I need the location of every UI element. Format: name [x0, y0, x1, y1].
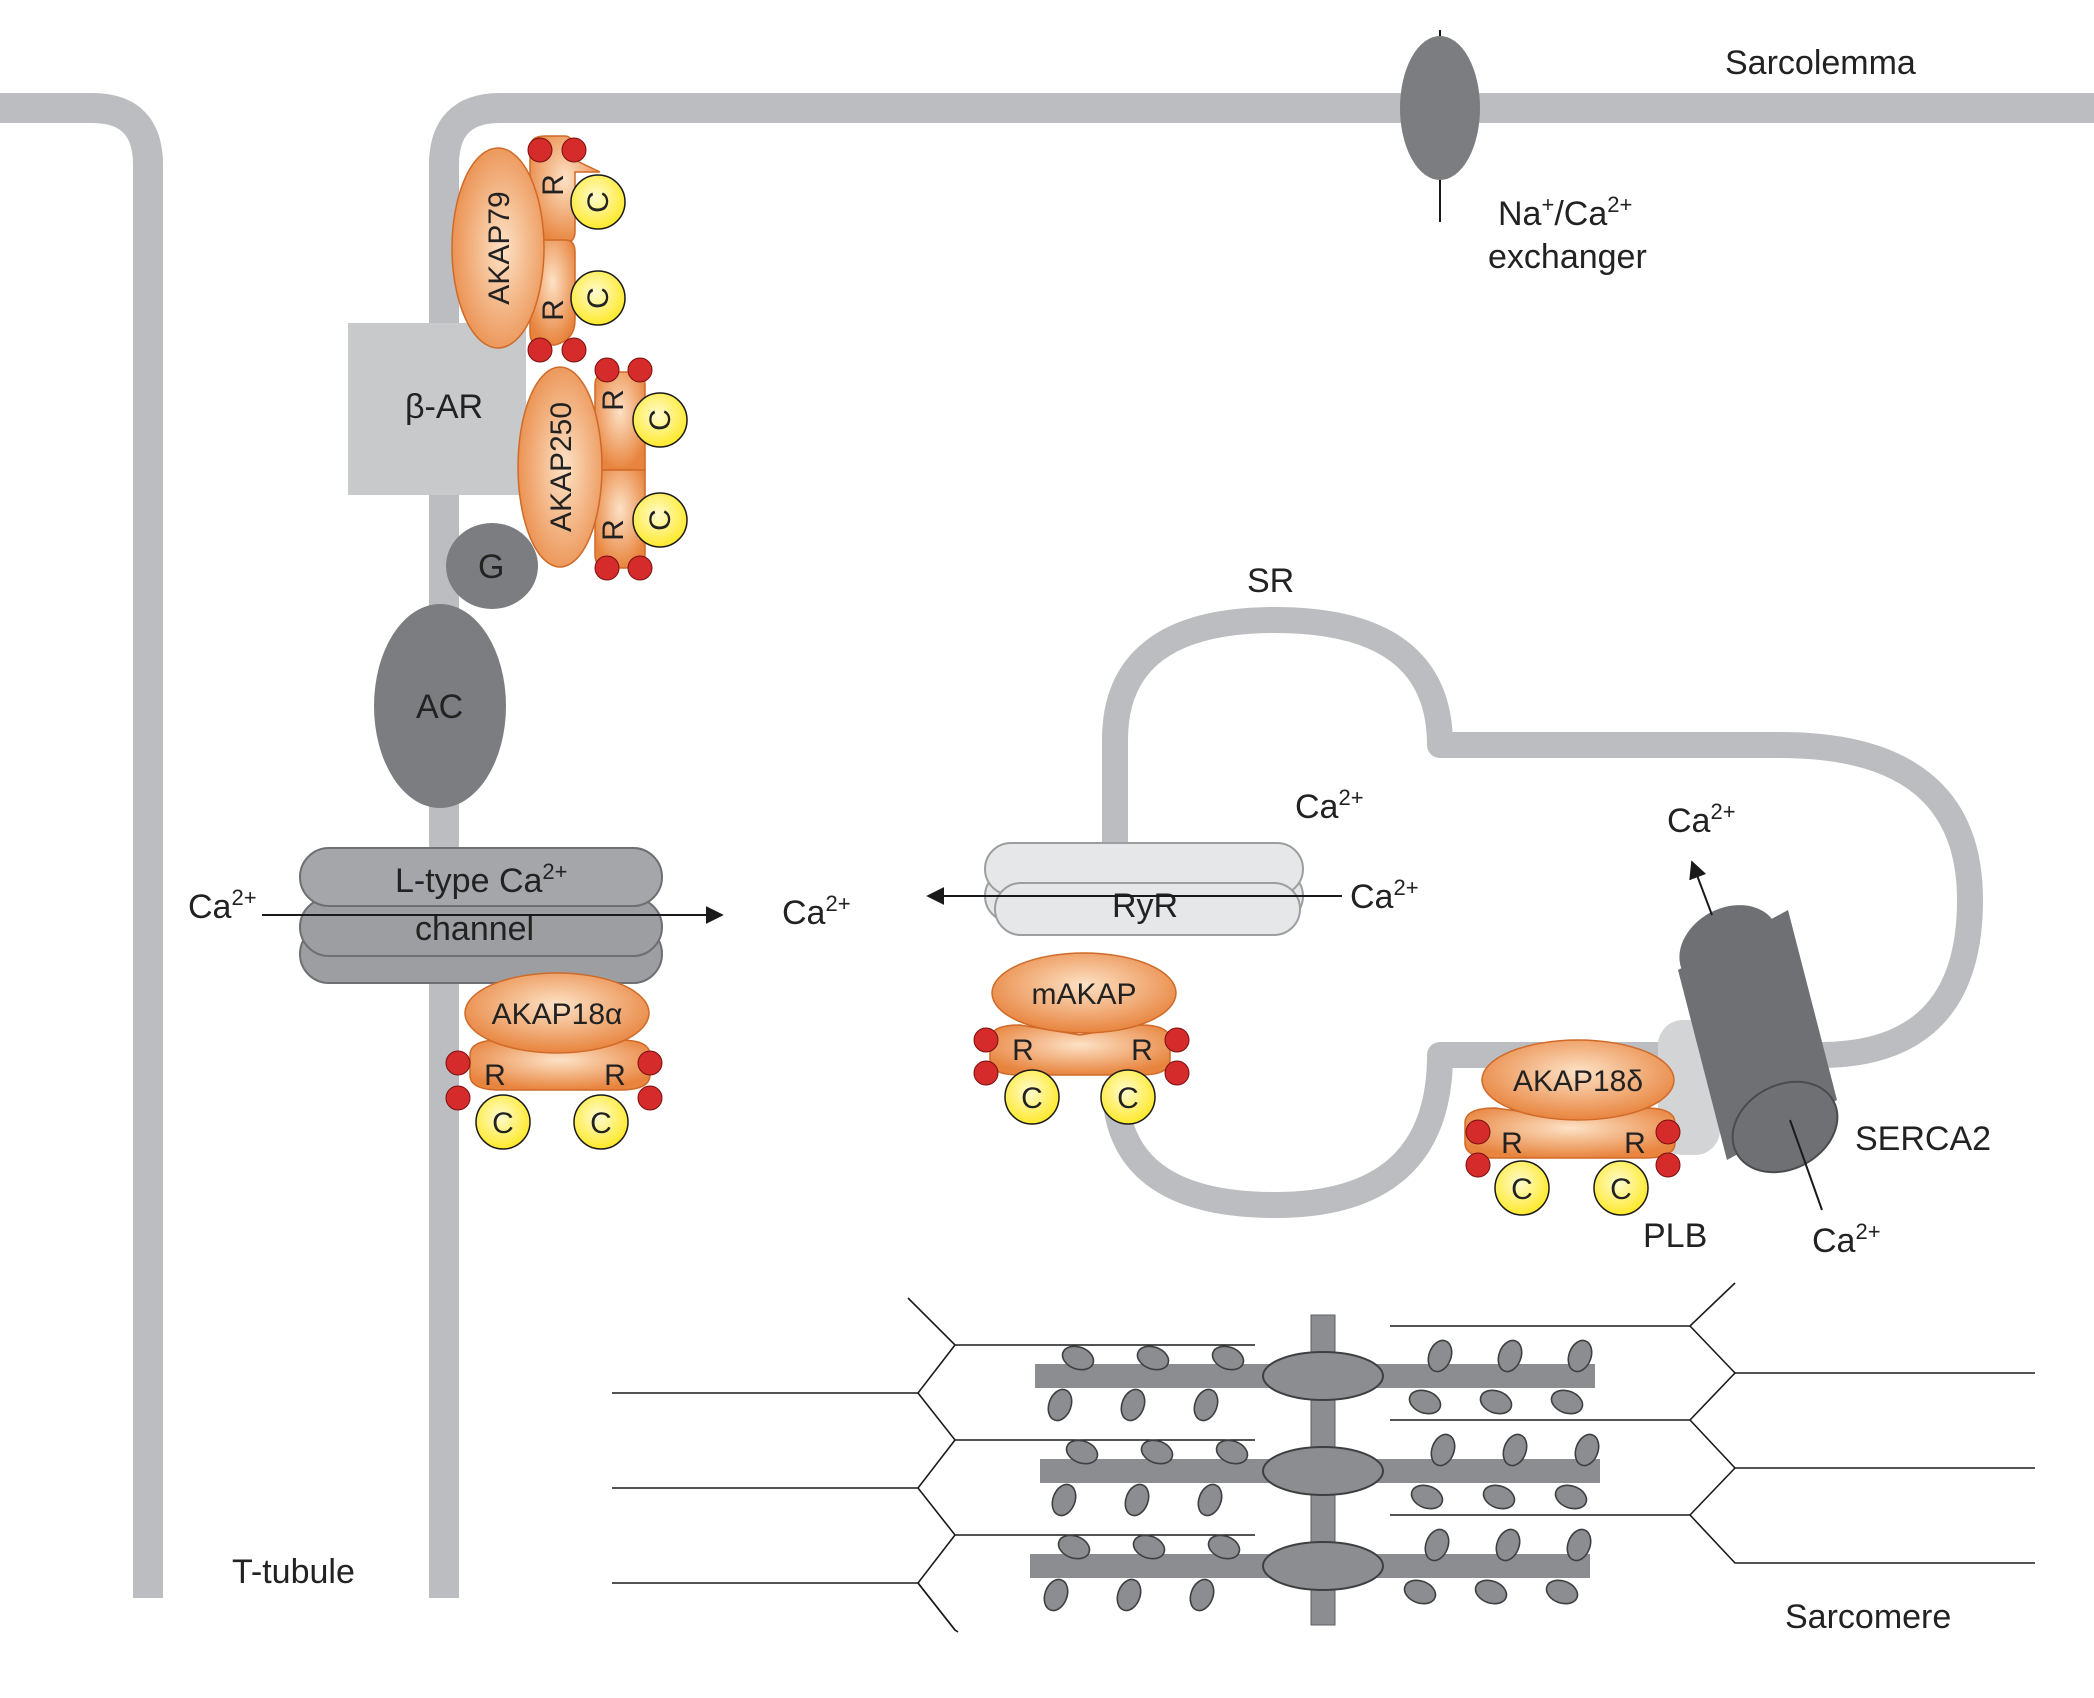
svg-text:C: C: [644, 409, 677, 431]
beta-ar-receptor: [348, 323, 526, 495]
sarcomere: [612, 1282, 2035, 1633]
svg-text:R: R: [1131, 1034, 1153, 1067]
akap18a-label: AKAP18α: [492, 998, 623, 1031]
svg-text:C: C: [644, 509, 677, 531]
ncx-exchanger: [1400, 30, 1480, 222]
akap18d: [1481, 1039, 1675, 1121]
svg-text:C: C: [1117, 1082, 1139, 1115]
makap: [991, 952, 1177, 1034]
makap-complex: mAKAP R R C C: [973, 952, 1190, 1125]
akap18d-label: AKAP18δ: [1513, 1065, 1643, 1098]
svg-text:C: C: [582, 191, 615, 213]
ca-label-sr-lumen: Ca2+: [1295, 785, 1364, 826]
ca-label-cytosol: Ca2+: [782, 891, 851, 932]
akap18a-c-subunit-right: [573, 1094, 629, 1150]
t-tubule-label: T-tubule: [232, 1553, 355, 1591]
akap250-complex: AKAP250 R R C C: [517, 357, 688, 581]
ncx-label: Na+/Ca2+: [1498, 192, 1632, 233]
svg-text:C: C: [582, 287, 615, 309]
svg-text:R: R: [537, 299, 570, 321]
sr-label: SR: [1247, 562, 1294, 600]
akap79-c-subunit-top: [570, 174, 626, 230]
akap18a: [464, 972, 650, 1054]
akap18d-phosphates: [1465, 1119, 1681, 1178]
svg-text:C: C: [590, 1107, 612, 1140]
ca-label-serca-lumen: Ca2+: [1667, 799, 1736, 840]
serca2-ca-uptake-arrow: [1689, 860, 1713, 916]
makap-c-subunit-right: [1100, 1069, 1156, 1125]
ca-label-ryr: Ca2+: [1350, 875, 1419, 916]
svg-text:C: C: [492, 1107, 514, 1140]
makap-c-subunit-left: [1004, 1069, 1060, 1125]
serca2-pump: [1678, 905, 1839, 1174]
svg-text:R: R: [597, 519, 630, 541]
svg-text:R: R: [537, 174, 570, 196]
beta-ar-label: β-AR: [405, 388, 483, 426]
akap250-phosphates: [594, 357, 653, 581]
akap79-c-subunit-bottom: [570, 270, 626, 326]
akap79-complex: AKAP79 R R C C: [451, 135, 626, 363]
l-type-ca-channel: [299, 847, 663, 984]
svg-text:C: C: [1511, 1173, 1533, 1206]
svg-text:R: R: [597, 389, 630, 411]
svg-text:C: C: [1021, 1082, 1043, 1115]
ca-label-left: Ca2+: [188, 885, 257, 926]
akap18a-phosphates: [445, 1050, 663, 1111]
ac-label: AC: [416, 688, 463, 726]
akap250: [517, 366, 603, 568]
serca2-label: SERCA2: [1855, 1120, 1991, 1158]
plb-label: PLB: [1643, 1217, 1707, 1255]
g-protein-label: G: [478, 548, 504, 586]
svg-text:R: R: [1012, 1034, 1034, 1067]
akap79: [451, 147, 545, 349]
akap79-label: AKAP79: [483, 191, 516, 304]
ca-label-serca-cytosol: Ca2+: [1812, 1219, 1881, 1260]
l-type-label: L-type Ca2+: [395, 859, 568, 900]
ncx-label-line2: exchanger: [1488, 238, 1647, 276]
serca2-ca-cytosol-line: [1789, 1119, 1823, 1211]
ryr-label: RyR: [1112, 887, 1178, 925]
akap250-c-subunit-bottom: [632, 492, 688, 548]
svg-text:R: R: [604, 1059, 626, 1092]
svg-text:R: R: [1501, 1127, 1523, 1160]
l-type-label-line2: channel: [415, 910, 534, 948]
sarcolemma-membrane: [0, 93, 2094, 1598]
sr-membrane: [1102, 607, 1983, 1218]
makap-phosphates: [973, 1027, 1190, 1086]
makap-label: mAKAP: [1031, 978, 1136, 1011]
akap250-label: AKAP250: [545, 402, 578, 532]
sarcomere-label: Sarcomere: [1785, 1598, 1951, 1636]
akap250-c-subunit-top: [632, 392, 688, 448]
akap18d-c-subunit-right: [1593, 1160, 1649, 1216]
akap18d-c-subunit-left: [1494, 1160, 1550, 1216]
svg-text:C: C: [1610, 1173, 1632, 1206]
akap18a-c-subunit-left: [475, 1094, 531, 1150]
g-protein: [446, 523, 538, 609]
svg-text:R: R: [1624, 1127, 1646, 1160]
adenylyl-cyclase: [374, 604, 506, 808]
svg-text:R: R: [484, 1059, 506, 1092]
akap18a-complex: AKAP18α R R C C: [445, 972, 663, 1150]
akap18d-complex: AKAP18δ R R C C: [1464, 1039, 1681, 1216]
akap79-phosphates: [527, 137, 587, 363]
sarcolemma-label: Sarcolemma: [1725, 44, 1916, 82]
